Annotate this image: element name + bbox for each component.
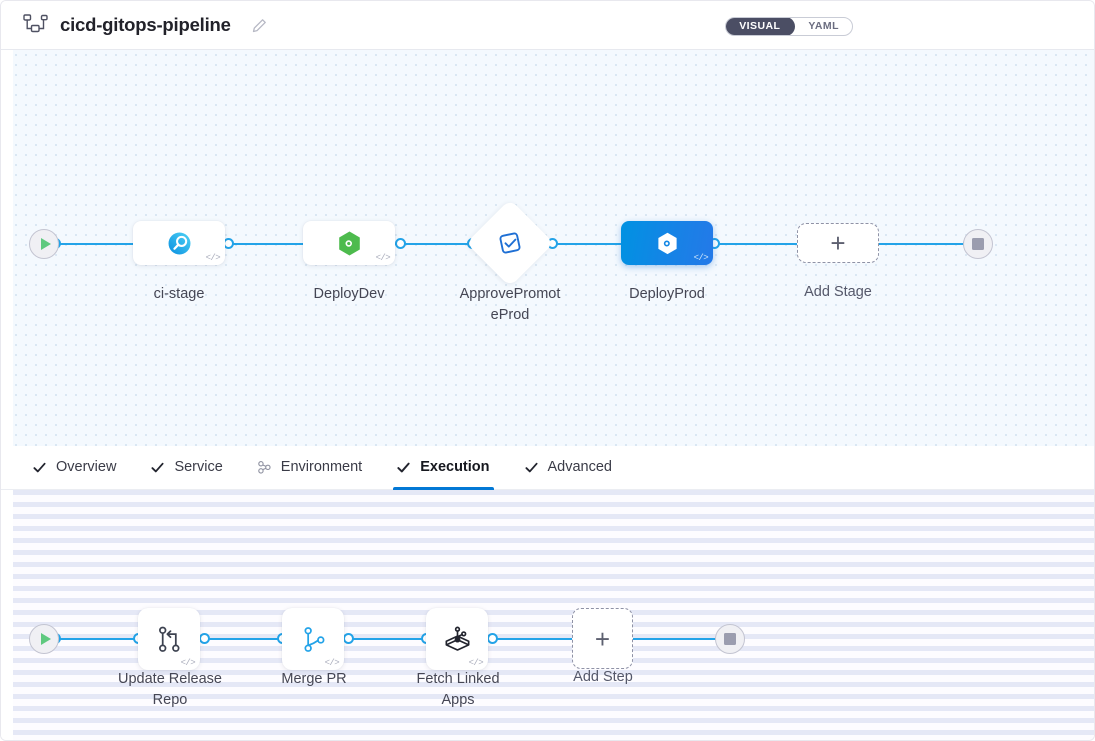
check-icon — [150, 460, 165, 475]
stage-graph-canvas[interactable]: </> ci-stage </> DeployDev — [1, 50, 1094, 446]
view-mode-toggle[interactable]: VISUAL YAML — [725, 17, 853, 36]
edge-start-ci — [55, 243, 145, 245]
stage-start-node[interactable] — [29, 229, 59, 259]
infrastructure-icon — [257, 460, 272, 475]
add-step-button[interactable]: + — [572, 608, 633, 669]
pipeline-nodes-icon — [23, 14, 49, 36]
step-node-update-release-repo[interactable]: </> — [138, 608, 200, 670]
step-node-fetch-linked-apps[interactable]: </> — [426, 608, 488, 670]
pipeline-header: cicd-gitops-pipeline VISUAL YAML — [1, 1, 1094, 50]
edge-addstep-end — [633, 638, 721, 640]
step-node-merge-pr[interactable]: </> — [282, 608, 344, 670]
check-icon — [396, 460, 411, 475]
tab-overview[interactable]: Overview — [19, 446, 137, 489]
stage-node-deploydev[interactable]: </> — [303, 221, 395, 265]
header-left-group: cicd-gitops-pipeline — [23, 14, 267, 36]
add-stage-label: Add Stage — [804, 284, 872, 300]
ci-build-icon — [166, 230, 193, 257]
add-stage-button[interactable]: + — [797, 223, 879, 263]
stage-node-ci-stage[interactable]: </> — [133, 221, 225, 265]
toggle-yaml[interactable]: YAML — [808, 20, 839, 32]
tab-execution[interactable]: Execution — [383, 446, 510, 490]
port-deploydev-out[interactable] — [395, 238, 406, 249]
step-label-merge-pr: Merge PR — [281, 671, 347, 687]
check-icon — [524, 460, 539, 475]
port-fetch-out[interactable] — [487, 633, 498, 644]
cd-hexagon-white-icon — [654, 230, 681, 257]
step-code-badge[interactable]: </> — [324, 658, 340, 668]
tab-label: Service — [174, 459, 223, 476]
step-code-badge[interactable]: </> — [180, 658, 196, 668]
page-title: cicd-gitops-pipeline — [60, 14, 231, 35]
edge-start-update — [55, 638, 145, 640]
stage-code-badge[interactable]: </> — [375, 253, 391, 263]
stage-graph: </> ci-stage </> DeployDev — [1, 50, 1094, 446]
port-merge-out[interactable] — [343, 633, 354, 644]
git-branch-grey-icon — [153, 623, 186, 656]
tab-environment[interactable]: Environment — [244, 446, 383, 489]
port-update-out[interactable] — [199, 633, 210, 644]
tab-label: Environment — [280, 459, 363, 476]
stage-end-node[interactable] — [963, 229, 993, 259]
stage-node-deployprod[interactable]: </> — [621, 221, 713, 265]
approval-stamp-icon — [495, 228, 525, 258]
stop-icon — [724, 633, 736, 645]
stage-code-badge[interactable]: </> — [205, 253, 221, 263]
tab-label: Advanced — [547, 459, 613, 476]
stage-config-tabs: Overview Service Environment Execution — [1, 446, 1094, 490]
tab-service[interactable]: Service — [137, 446, 243, 489]
stage-label-deployprod: DeployProd — [629, 286, 705, 302]
tab-advanced[interactable]: Advanced — [511, 446, 634, 489]
check-icon — [32, 460, 47, 475]
plus-icon: + — [594, 623, 611, 654]
step-start-node[interactable] — [29, 624, 59, 654]
pencil-edit-icon[interactable] — [252, 18, 267, 33]
toggle-visual[interactable]: VISUAL — [726, 18, 796, 35]
stage-label-ci-stage: ci-stage — [153, 286, 205, 302]
tab-label: Overview — [56, 459, 117, 476]
step-end-node[interactable] — [715, 624, 745, 654]
step-code-badge[interactable]: </> — [468, 658, 484, 668]
stop-icon — [972, 238, 984, 250]
plus-icon: + — [830, 228, 846, 258]
git-merge-blue-icon — [297, 623, 330, 656]
add-step-label: Add Step — [573, 669, 633, 685]
cd-hexagon-green-icon — [336, 230, 363, 257]
play-icon — [40, 238, 51, 250]
stage-label-deploydev: DeployDev — [313, 286, 385, 302]
play-icon — [40, 633, 51, 645]
edge-addstage-end — [873, 243, 969, 245]
fetch-apps-icon — [441, 623, 474, 656]
tab-label: Execution — [420, 459, 490, 476]
stage-code-badge[interactable]: </> — [693, 253, 709, 263]
edge-fetch-addstep — [489, 638, 573, 640]
